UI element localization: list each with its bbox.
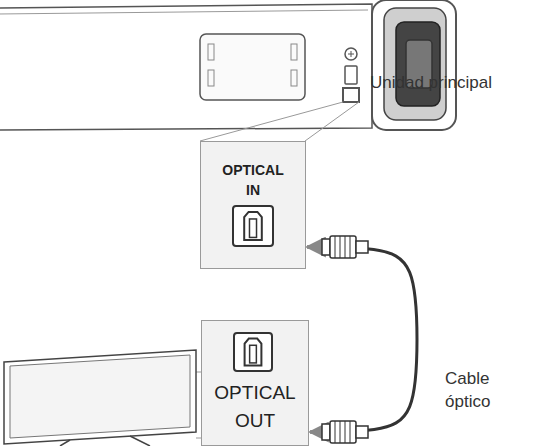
port-label: OPTICAL IN — [215, 160, 291, 201]
leader-line — [196, 102, 359, 438]
optical-cable — [307, 247, 417, 432]
port-label: OPTICAL OUT — [207, 379, 303, 434]
soundbar — [0, 0, 456, 130]
callout-box: OPTICAL IN — [200, 141, 306, 269]
callout-box: OPTICAL OUT — [201, 320, 309, 446]
optical-port — [231, 204, 275, 248]
tv — [4, 350, 196, 446]
optical-plug — [322, 236, 368, 443]
part-label: Cable óptico — [445, 368, 535, 414]
part-label: Unidad principal — [370, 72, 492, 95]
optical-port — [232, 331, 274, 373]
